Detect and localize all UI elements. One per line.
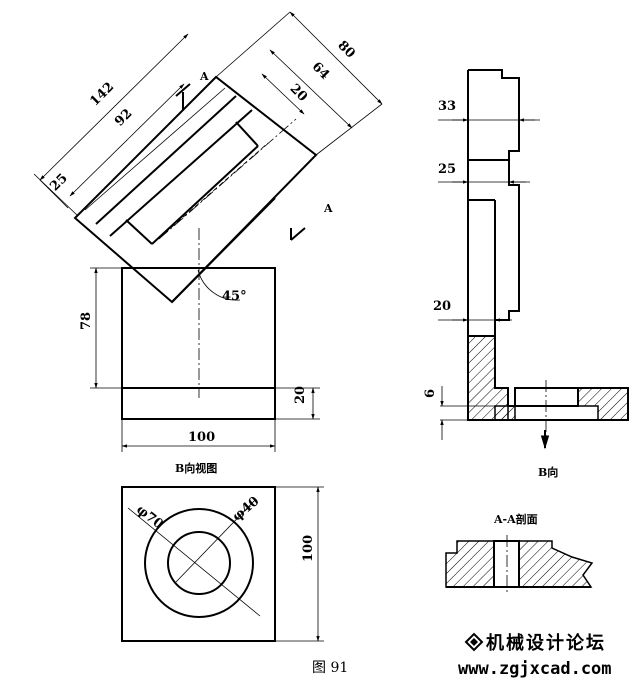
b-view: B向视图 φ70 φ40 100: [121, 461, 324, 642]
phi70-leader: [127, 507, 261, 617]
side-view: B向 33 25 20 6: [423, 69, 629, 479]
dim-80: 80: [334, 38, 357, 61]
watermark-logo-icon: [464, 632, 484, 652]
front-base-body: [121, 267, 276, 389]
dim-78: 78: [79, 312, 94, 330]
inclined-inner-edge: [171, 197, 276, 303]
dim-20b: 20: [293, 386, 308, 404]
aa-section-hole: [493, 540, 520, 588]
dim-64: 64: [309, 59, 332, 82]
b-view-inner-circle: [167, 531, 231, 595]
dim-92: 92: [112, 106, 135, 129]
dim-142-line: [39, 33, 189, 181]
figure-caption: 图 91: [312, 660, 348, 676]
dim-phi40: φ40: [230, 494, 263, 525]
label-a-top: A: [199, 70, 209, 83]
inclined-slot-bottom: [235, 121, 259, 147]
b-view-square: [121, 486, 276, 642]
dim-25a-line: [39, 179, 69, 209]
aa-section-right: [518, 540, 594, 588]
dim-20c: 20: [433, 299, 451, 314]
dim-92-line: [69, 83, 185, 197]
dim-64-line: [269, 49, 353, 129]
label-a-right: A: [323, 202, 333, 215]
aa-section-left: [445, 540, 495, 588]
inclined-hidden-1: [164, 142, 269, 234]
inclined-block-line-4: [151, 145, 259, 245]
dim-80-ext2: [315, 103, 383, 156]
aa-section-title: A-A剖面: [493, 512, 538, 526]
side-outline-right: [468, 69, 520, 340]
dim-6: 6: [423, 389, 438, 398]
side-hatched-base-left: [494, 405, 516, 421]
inclined-hidden-2: [158, 118, 297, 240]
dim-100b: 100: [301, 535, 316, 562]
dim-33: 33: [438, 99, 456, 114]
dim-80-ext1: [215, 11, 291, 78]
front-view: A A 142 92 25 80 64 20 45° 78: [33, 11, 383, 452]
side-hatched-base: [577, 387, 629, 421]
dim-25b: 25: [438, 162, 456, 177]
dim-142: 142: [87, 80, 117, 110]
dim-100a: 100: [188, 430, 215, 445]
watermark: 机械设计论坛 www.zgjxcad.com: [458, 632, 612, 679]
b-view-title: B向视图: [175, 461, 217, 475]
watermark-url: www.zgjxcad.com: [458, 659, 612, 679]
dim-phi70: φ70: [133, 502, 166, 532]
b-view-outer-circle: [144, 508, 254, 618]
watermark-cn: 机械设计论坛: [486, 632, 606, 654]
phi40-leader: [175, 499, 256, 583]
inclined-block-line-1: [84, 87, 226, 211]
section-a-right-arrow: [290, 227, 306, 241]
inclined-slot-top: [125, 219, 153, 245]
angle-arc: [197, 269, 241, 301]
b-dir-label: B向: [538, 465, 558, 479]
front-base-plate: [121, 387, 276, 420]
aa-section: A-A剖面: [445, 512, 594, 594]
dim-45: 45°: [222, 289, 247, 304]
side-counterbore: [514, 387, 579, 407]
dim-20a-line: [261, 73, 305, 115]
